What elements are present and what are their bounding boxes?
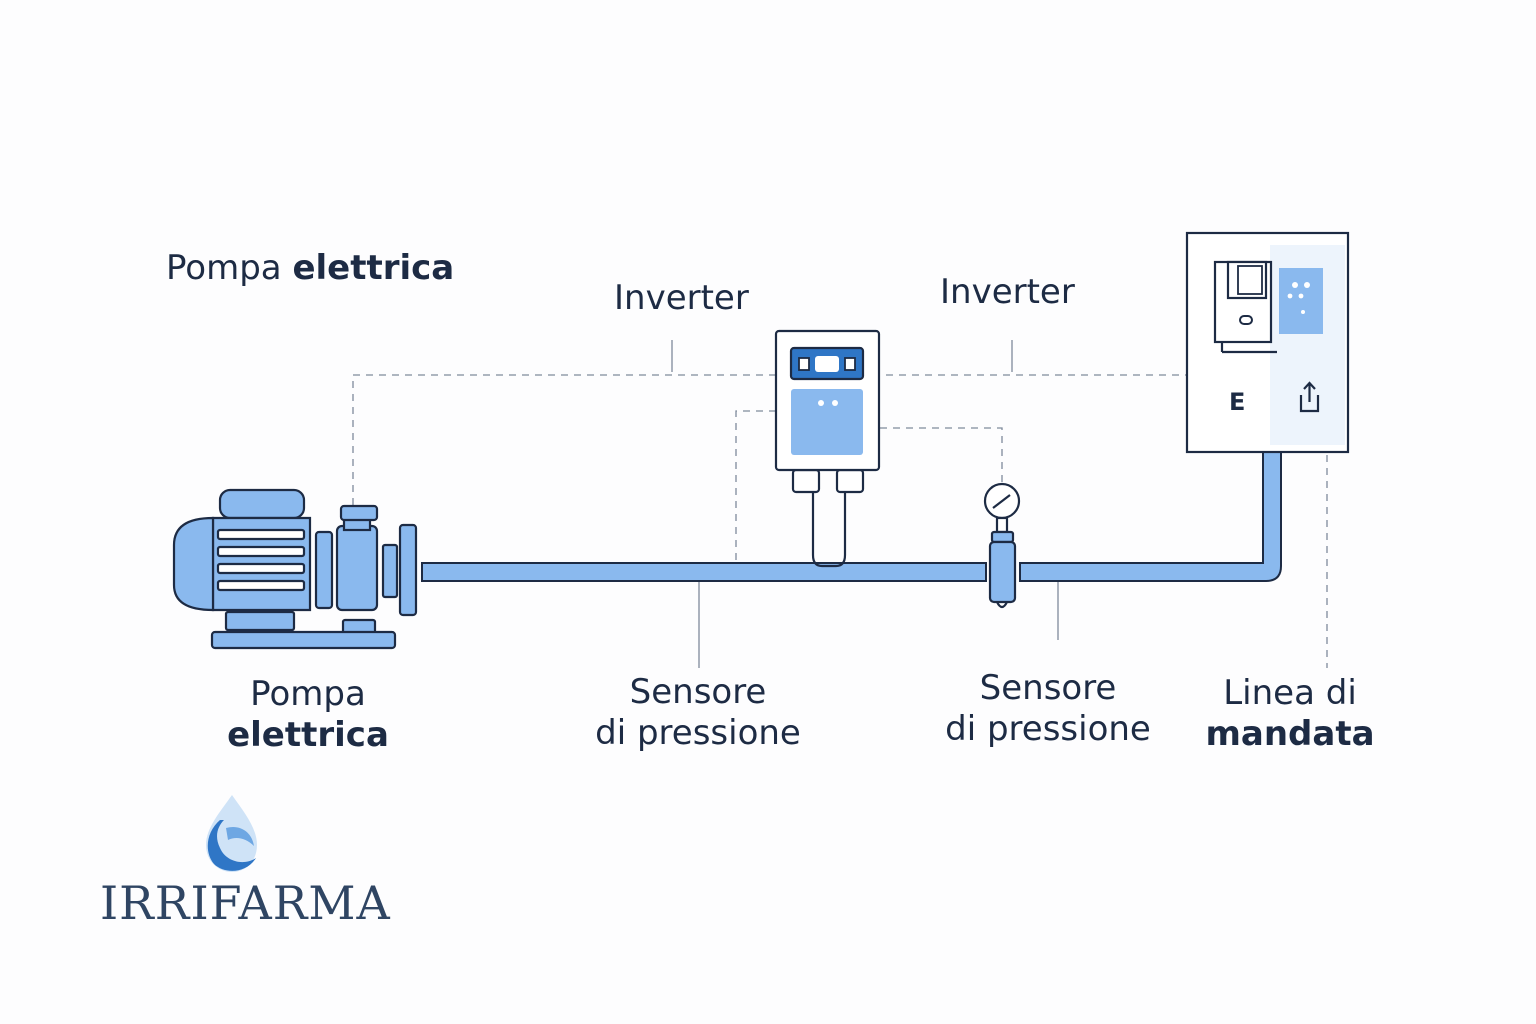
inverter-label-2: Inverter [940, 272, 1075, 312]
pump-label-line1: Pompa [250, 674, 366, 714]
pump-label: Pompa elettrica [208, 674, 408, 756]
inverter-device-icon [774, 329, 881, 568]
pipe [421, 451, 1282, 582]
inverter-label-1: Inverter [614, 278, 749, 318]
sensor-label-1: Sensore di pressione [578, 672, 818, 754]
leader-lines [671, 340, 1059, 668]
pump-label-line2: elettrica [227, 714, 389, 755]
logo-text: IRRIFARMA [100, 876, 391, 930]
pipe-segment-left [421, 562, 987, 582]
control-panel-icon [1185, 231, 1350, 454]
dashed-lines [352, 374, 1328, 668]
logo-drop-icon [206, 795, 257, 872]
dashed-line-inverter-right [880, 427, 1003, 482]
delivery-label: Linea di mandata [1190, 673, 1390, 755]
electric-pump-icon [172, 488, 418, 650]
pressure-sensor-icon [983, 482, 1021, 609]
top-left-title-word2: elettrica [292, 248, 455, 288]
sensor-label-2: Sensore di pressione [928, 668, 1168, 750]
sensor-label-2-line2: di pressione [945, 708, 1151, 749]
top-left-title: Pompa elettrica [166, 248, 454, 289]
pipe-segment-right [1019, 451, 1282, 582]
delivery-label-line1: Linea di [1223, 673, 1357, 713]
delivery-label-line2: mandata [1205, 713, 1375, 754]
sensor-label-1-line2: di pressione [595, 712, 801, 753]
sensor-label-2-line1: Sensore [979, 668, 1117, 708]
dashed-line-inverter-left [735, 410, 776, 560]
top-left-title-word1: Pompa [166, 248, 282, 288]
dashed-line-pump-to-panel [352, 374, 1188, 505]
sensor-label-1-line1: Sensore [629, 672, 767, 712]
panel-letter: E [1229, 388, 1246, 416]
